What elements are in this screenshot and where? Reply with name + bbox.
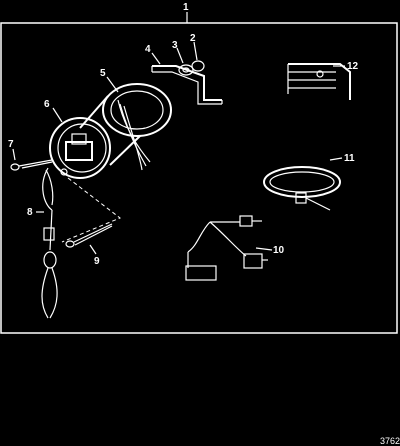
leader-11 <box>329 157 343 161</box>
leader-9 <box>89 244 97 255</box>
leader-6 <box>52 107 63 123</box>
callout-12: 12 <box>347 61 359 72</box>
callout-5: 5 <box>100 68 106 79</box>
figure-code: 3762 <box>380 436 400 446</box>
leader-2 <box>193 41 198 61</box>
part-washer <box>178 64 194 76</box>
callout-8: 8 <box>27 207 33 218</box>
leader-7 <box>12 148 16 161</box>
callout-7: 7 <box>8 139 14 150</box>
leader-3 <box>176 47 184 64</box>
part-cable-tie <box>263 166 341 211</box>
part-screw-7 <box>10 159 53 171</box>
leader-4 <box>151 52 161 65</box>
leader-10 <box>255 247 273 251</box>
part-housing <box>79 83 172 171</box>
diagram-frame <box>0 22 398 334</box>
callout-10: 10 <box>273 245 285 256</box>
callout-4: 4 <box>145 44 151 55</box>
callout-3: 3 <box>172 40 178 51</box>
callout-11: 11 <box>344 153 355 164</box>
leader-5 <box>106 76 119 93</box>
alignment-dashes <box>61 177 121 243</box>
part-lanyard <box>41 167 58 319</box>
callout-2: 2 <box>190 33 196 44</box>
part-nut <box>191 60 205 72</box>
callout-9: 9 <box>94 256 100 267</box>
part-bracket <box>151 65 223 105</box>
part-wiring-harness <box>185 215 268 281</box>
part-mounting-plate <box>49 117 111 179</box>
callout-1: 1 <box>183 2 189 13</box>
part-clip <box>287 63 351 100</box>
callout-6: 6 <box>44 99 50 110</box>
part-screw-9 <box>65 223 113 248</box>
